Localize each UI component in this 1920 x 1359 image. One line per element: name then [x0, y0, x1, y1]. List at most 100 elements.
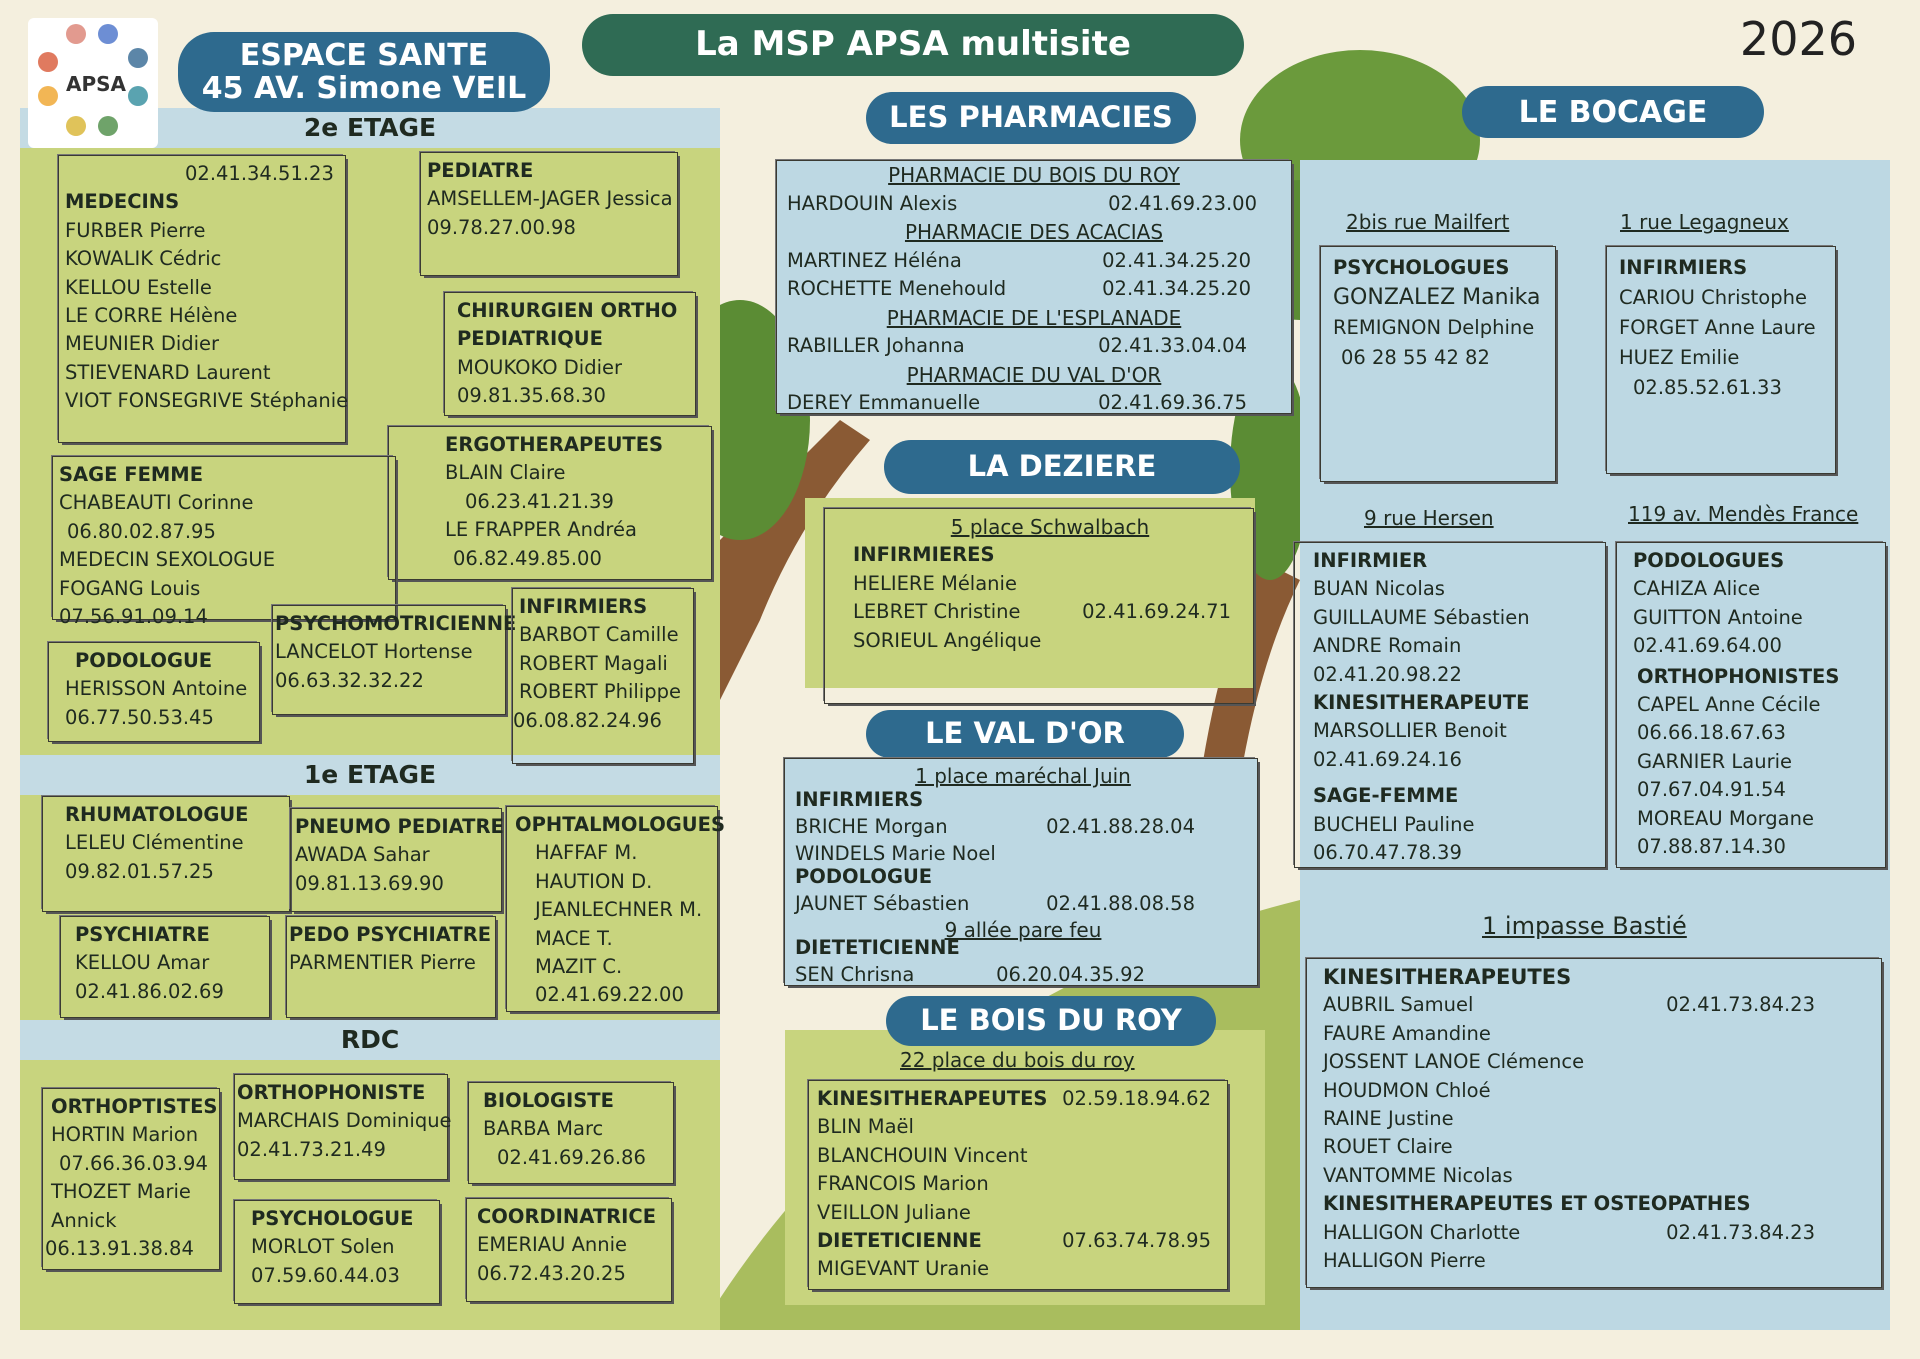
hersen-phone3: 06.70.47.78.39 [1313, 841, 1462, 865]
boisduroy-name: BLANCHOUIN Vincent [817, 1143, 1028, 1167]
orthoptiste-name2: THOZET Marie [51, 1180, 191, 1204]
boisduroy-name: MIGEVANT Uranie [817, 1257, 990, 1281]
pediatre-name: AMSELLEM-JAGER Jessica [427, 187, 673, 211]
valdor-address2: 9 allée pare feu [944, 918, 1102, 942]
psychologue-box: PSYCHOLOGUE MORLOT Solen 07.59.60.44.03 [234, 1200, 440, 1304]
rhumato-box: RHUMATOLOGUE LELEU Clémentine 09.82.01.5… [42, 796, 290, 912]
ophtalmo-name: HAFFAF M. [535, 841, 638, 865]
pharmacy-name: PHARMACIE DU VAL D'OR [906, 362, 1162, 387]
mendes-name: CAHIZA Alice [1633, 577, 1761, 601]
ophtalmo-name: HAUTION D. [535, 869, 653, 893]
bastie-phone1: 02.41.73.84.23 [1666, 993, 1815, 1017]
pneumo-title: PNEUMO PEDIATRE [295, 815, 504, 838]
orthoptistes-box: ORTHOPTISTES HORTIN Marion 07.66.36.03.9… [42, 1088, 220, 1270]
deziere-phone: 02.41.69.24.71 [1082, 600, 1231, 624]
bocage-inf-name: FORGET Anne Laure [1619, 316, 1816, 339]
valdor-name: SEN Chrisna [795, 963, 915, 986]
year: 2026 [1739, 12, 1857, 66]
pharmacies-pill: LES PHARMACIES [866, 92, 1196, 144]
coordinatrice-box: COORDINATRICE EMERIAU Annie 06.72.43.20.… [466, 1198, 672, 1302]
ophtalmo-phone: 02.41.69.22.00 [535, 983, 684, 1007]
orthoptiste-phone2: 06.13.91.38.84 [45, 1237, 194, 1261]
orthophoniste-title: ORTHOPHONISTE [237, 1081, 426, 1104]
deziere-name: SORIEUL Angélique [853, 628, 1042, 652]
medecins-box: 02.41.34.51.23 MEDECINS FURBER Pierre KO… [58, 155, 348, 443]
psychiatre-title: PSYCHIATRE [75, 923, 210, 946]
espace-sante-pill: ESPACE SANTE 45 AV. Simone VEIL [178, 32, 550, 112]
medecin-name: STIEVENARD Laurent [65, 360, 271, 384]
valdor-pill: LE VAL D'OR [866, 710, 1184, 758]
deziere-name: LEBRET Christine [853, 600, 1021, 624]
ergo-box: ERGOTHERAPEUTES BLAIN Claire 06.23.41.21… [388, 426, 712, 580]
deziere-zone [805, 498, 1255, 688]
floor-1e-etage: 1e ETAGE [20, 755, 720, 795]
valdor-name: JAUNET Sébastien [795, 892, 970, 915]
bocage-address-mailfert: 2bis rue Mailfert [1346, 210, 1510, 234]
deziere-title: LA DEZIERE [967, 449, 1157, 484]
coordinatrice-phone: 06.72.43.20.25 [477, 1261, 626, 1285]
rhumato-title: RHUMATOLOGUE [65, 803, 249, 826]
ophtalmo-box: OPHTALMOLOGUES HAFFAF M. HAUTION D. JEAN… [506, 806, 725, 1012]
bastie-name: VANTOMME Nicolas [1323, 1163, 1513, 1187]
ergo-phone2: 06.82.49.85.00 [453, 546, 602, 570]
valdor-phone: 02.41.88.28.04 [1046, 815, 1195, 838]
psychomot-phone: 06.63.32.32.22 [275, 668, 424, 692]
hersen-name: GUILLAUME Sébastien [1313, 605, 1530, 629]
medecin-name: KOWALIK Cédric [65, 247, 222, 271]
ophtalmo-name: JEANLECHNER M. [535, 898, 703, 922]
orthophoniste-name: MARCHAIS Dominique [237, 1109, 452, 1133]
valdor-title: LE VAL D'OR [925, 716, 1125, 751]
bocage-zone [1300, 160, 1890, 1330]
espace-line2: 45 AV. Simone VEIL [201, 71, 527, 106]
espace-line1: ESPACE SANTE [239, 38, 489, 73]
sexologue-name: FOGANG Louis [59, 576, 201, 600]
bocage-psy-name: GONZALEZ Manika [1333, 285, 1541, 310]
bastie-name: HOUDMON Chloé [1323, 1078, 1491, 1102]
chirurgien-phone: 09.81.35.68.30 [457, 384, 606, 408]
psychiatre-phone: 02.41.86.02.69 [75, 979, 224, 1003]
sexologue-title: MEDECIN SEXOLOGUE [59, 548, 276, 572]
mendes-name4: MOREAU Morgane [1637, 806, 1814, 830]
hersen-name2: MARSOLLIER Benoit [1313, 719, 1507, 743]
pharmacist-name: RABILLER Johanna [787, 334, 965, 357]
valdor-name: WINDELS Marie Noel [795, 842, 996, 865]
podologue-box: PODOLOGUE HERISSON Antoine 06.77.50.53.4… [48, 642, 260, 742]
bocage-inf-box: INFIRMIERS CARIOU Christophe FORGET Anne… [1606, 246, 1836, 474]
mendes-phone3: 07.67.04.91.54 [1637, 778, 1786, 802]
orthoptiste-phone1: 07.66.36.03.94 [59, 1151, 208, 1175]
bocage-inf-title: INFIRMIERS [1619, 256, 1748, 279]
bocage-psy-phone: 06 28 55 42 82 [1341, 346, 1490, 369]
pharmacist-name: ROCHETTE Menehould [787, 277, 1007, 300]
chirurgien-name: MOUKOKO Didier [457, 355, 623, 379]
apsa-logo: APSA [28, 18, 158, 148]
mendes-name2: CAPEL Anne Cécile [1637, 693, 1821, 717]
psychiatre-name: KELLOU Amar [75, 951, 210, 975]
deziere-row: LEBRET Christine 02.41.69.24.71 [853, 598, 1247, 626]
medecin-name: KELLOU Estelle [65, 275, 212, 299]
pediatre-title: PEDIATRE [427, 159, 534, 182]
bocage-address-legagneux: 1 rue Legagneux [1620, 210, 1789, 234]
main-title-text: La MSP APSA multisite [695, 24, 1131, 65]
pharmacies-box: PHARMACIE DU BOIS DU ROY HARDOUIN Alexis… [776, 160, 1292, 414]
hersen-phone1: 02.41.20.98.22 [1313, 662, 1462, 686]
hersen-title2: KINESITHERAPEUTE [1313, 691, 1530, 715]
bocage-address-bastie: 1 impasse Bastié [1482, 912, 1687, 940]
psychiatre-box: PSYCHIATRE KELLOU Amar 02.41.86.02.69 [60, 916, 270, 1018]
bastie-name: JOSSENT LANOE Clémence [1323, 1050, 1585, 1074]
infirmiers-title: INFIRMIERS [519, 595, 648, 618]
pedopsy-title: PEDO PSYCHIATRE [289, 923, 492, 946]
chirurgien-title: CHIRURGIEN ORTHO [457, 299, 678, 322]
pharmacist-name: DEREY Emmanuelle [787, 391, 981, 414]
chirurgien-title2: PEDIATRIQUE [457, 327, 603, 351]
boisduroy-title: LE BOIS DU ROY [920, 1003, 1182, 1038]
hersen-name: ANDRE Romain [1313, 634, 1462, 658]
pharmacist-phone: 02.41.69.23.00 [1108, 191, 1257, 215]
sagefemme-phone: 06.80.02.87.95 [67, 519, 216, 543]
psychologue-title: PSYCHOLOGUE [251, 1207, 414, 1230]
